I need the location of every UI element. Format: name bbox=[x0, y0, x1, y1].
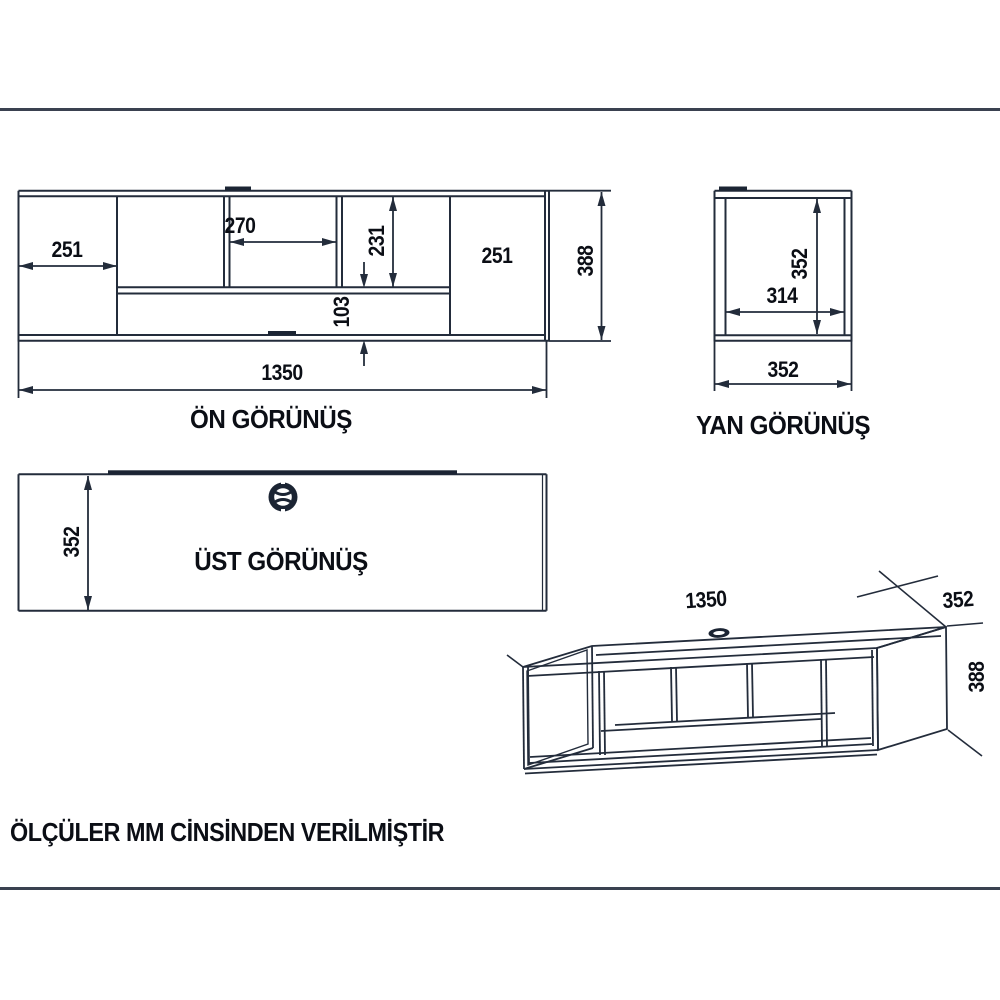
dim-front-bottom-gap: 103 bbox=[329, 296, 354, 328]
dim-side-total-depth: 352 bbox=[767, 357, 799, 382]
cable-grommet-icon bbox=[268, 481, 298, 512]
dim-front-upper-height: 231 bbox=[364, 225, 389, 257]
top-view-caption: ÜST GÖRÜNÜŞ bbox=[194, 546, 368, 576]
dim-front-right-width: 251 bbox=[481, 243, 513, 268]
front-view-caption: ÖN GÖRÜNÜŞ bbox=[190, 404, 352, 434]
hanger-tab-icon bbox=[268, 331, 296, 335]
hanger-tab-icon bbox=[719, 186, 747, 191]
dim-iso-depth: 352 bbox=[941, 585, 975, 614]
dim-front-left-width: 251 bbox=[51, 237, 83, 262]
dim-front-middle-width: 270 bbox=[224, 213, 256, 238]
dim-top-depth: 352 bbox=[59, 526, 84, 558]
dim-iso-height: 388 bbox=[964, 661, 989, 693]
bottom-rule bbox=[0, 887, 1000, 890]
units-note: ÖLÇÜLER MM CİNSİNDEN VERİLMİŞTİR bbox=[10, 817, 445, 847]
back-panel-edge bbox=[108, 470, 457, 475]
dim-side-inner-depth: 314 bbox=[766, 283, 798, 308]
side-view-caption: YAN GÖRÜNÜŞ bbox=[695, 410, 871, 440]
dim-front-total-width: 1350 bbox=[261, 360, 303, 385]
front-view-drawing bbox=[17, 186, 611, 398]
dim-side-inner-height: 352 bbox=[787, 248, 812, 280]
dim-iso-width: 1350 bbox=[684, 585, 728, 614]
hanger-tab-icon bbox=[225, 186, 251, 191]
side-view-drawing bbox=[713, 186, 853, 391]
dim-front-total-height: 388 bbox=[573, 245, 598, 277]
isometric-view-drawing bbox=[506, 570, 984, 775]
top-rule bbox=[0, 108, 1000, 111]
cable-grommet-icon bbox=[708, 628, 730, 638]
top-view-drawing bbox=[17, 470, 548, 612]
